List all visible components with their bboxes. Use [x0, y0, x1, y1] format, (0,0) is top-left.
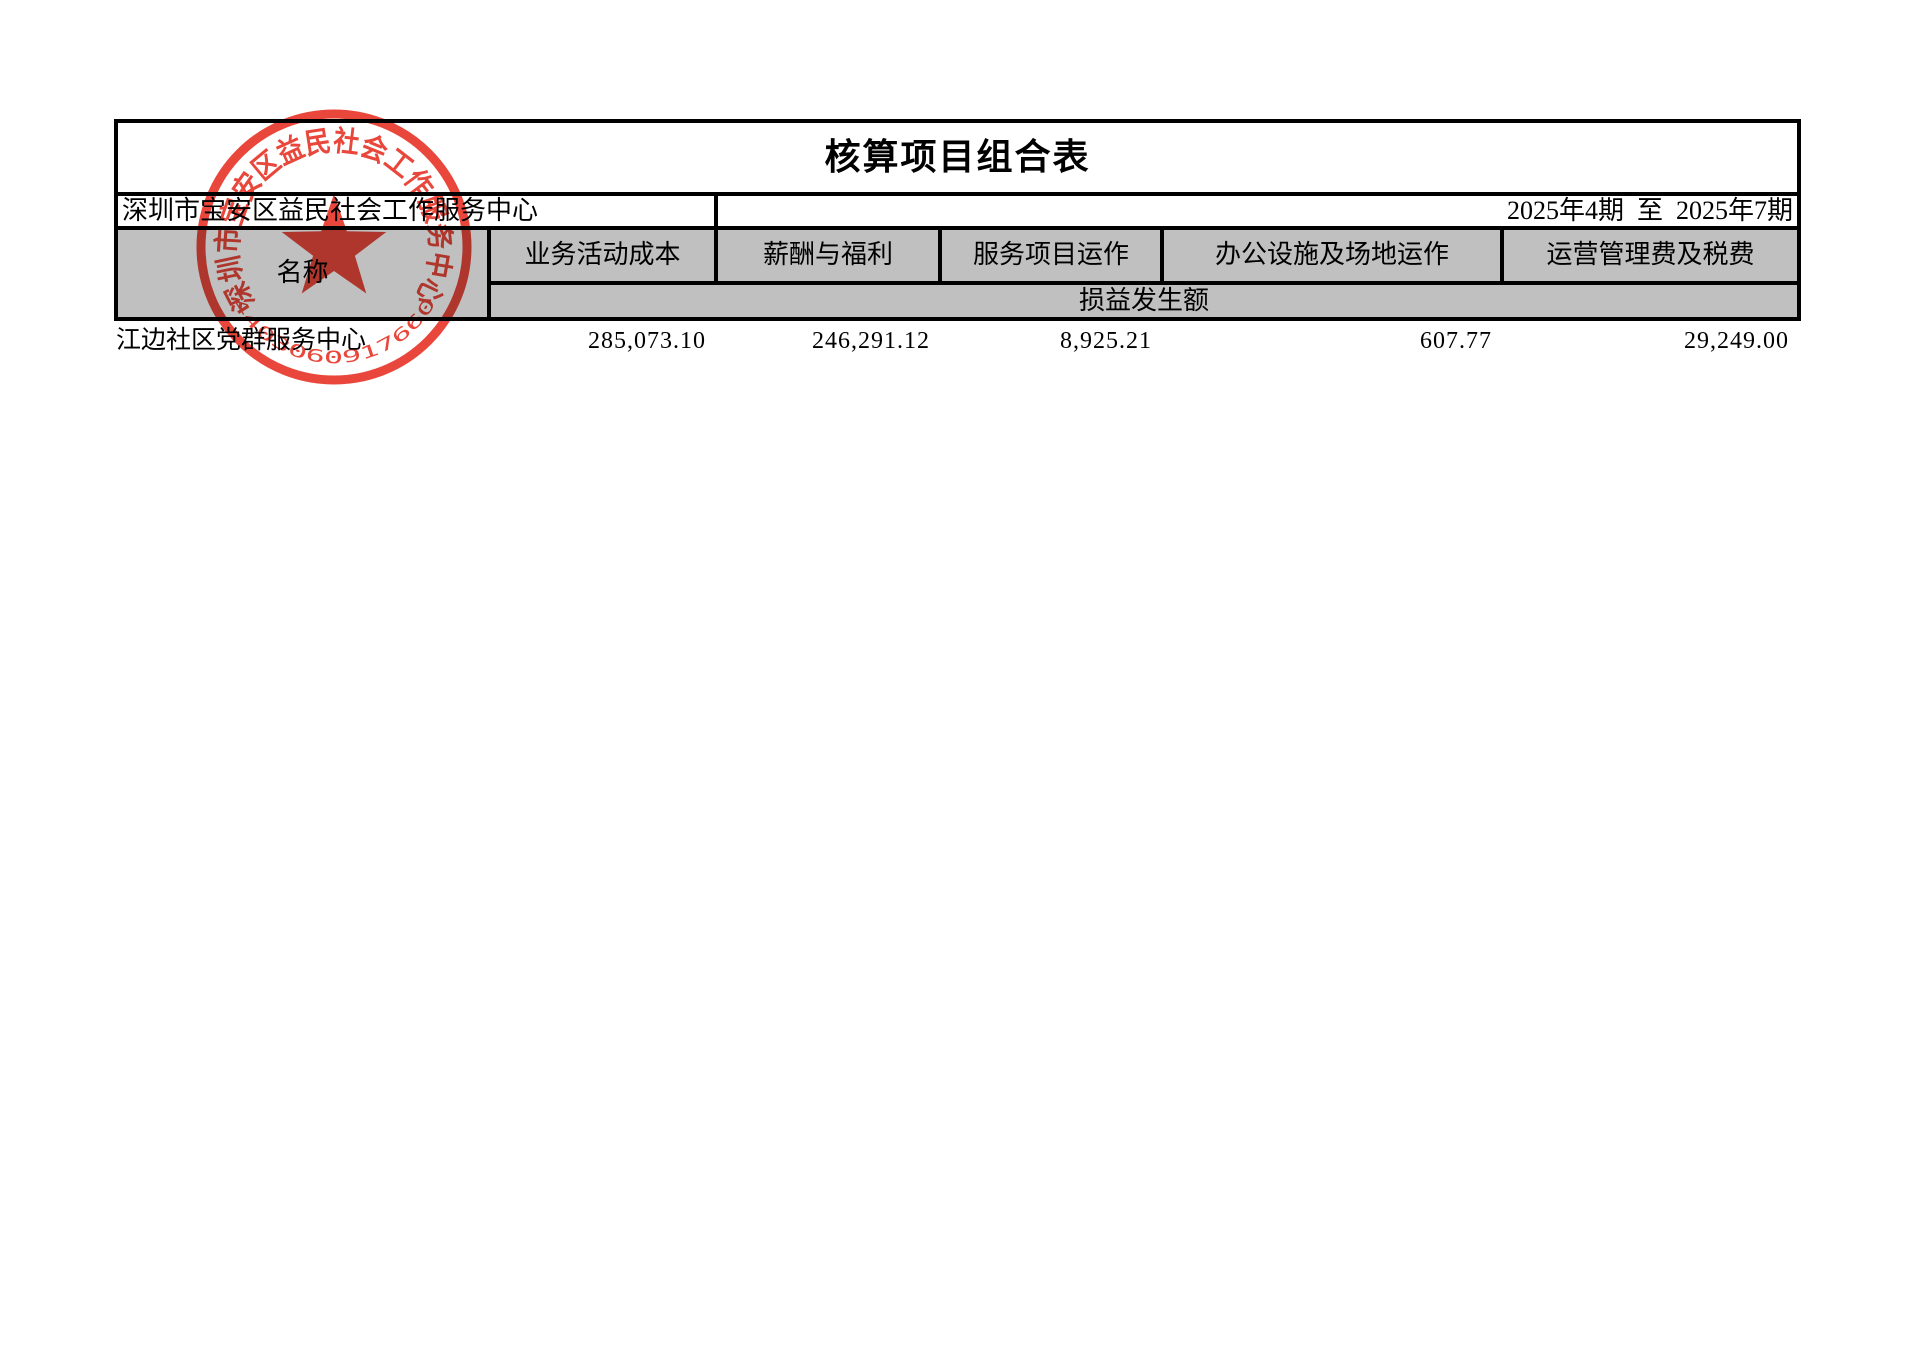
page-title: 核算项目组合表 — [113, 119, 1802, 196]
table-title-row: 核算项目组合表 — [113, 119, 1802, 196]
column-header-salary-benefits: 薪酬与福利 — [714, 226, 942, 285]
report-period: 2025年4期 至 2025年7期 — [713, 192, 1802, 230]
company-name: 深圳市宝安区益民社会工作服务中心 — [114, 192, 718, 230]
meta-row: 深圳市宝安区益民社会工作服务中心 2025年4期 至 2025年7期 — [114, 192, 1802, 230]
subheader-row: 损益发生额 — [116, 281, 1802, 321]
value-salary-benefits: 246,291.12 — [716, 319, 940, 361]
column-header-service-project: 服务项目运作 — [938, 226, 1164, 285]
subheader-profit-loss: 损益发生额 — [486, 281, 1802, 321]
value-management-tax: 29,249.00 — [1502, 319, 1800, 361]
row-name: 江边社区党群服务中心 — [116, 319, 489, 361]
column-header-management-tax: 运营管理费及税费 — [1499, 226, 1802, 285]
header-row: 名称 业务活动成本 薪酬与福利 服务项目运作 办公设施及场地运作 运营管理费及税… — [114, 226, 1802, 321]
report-sheet: 核算项目组合表 深圳市宝安区益民社会工作服务中心 2025年4期 至 2025年… — [113, 119, 1802, 361]
column-header-office-facilities: 办公设施及场地运作 — [1160, 226, 1504, 285]
column-header-name: 名称 — [114, 226, 491, 321]
value-service-project: 8,925.21 — [940, 319, 1162, 361]
value-activity-cost: 285,073.10 — [489, 319, 716, 361]
column-header-activity-cost: 业务活动成本 — [487, 226, 718, 285]
value-office-facilities: 607.77 — [1162, 319, 1502, 361]
table-row: 江边社区党群服务中心 285,073.10 246,291.12 8,925.2… — [116, 319, 1800, 361]
accounting-table: 核算项目组合表 深圳市宝安区益民社会工作服务中心 2025年4期 至 2025年… — [113, 119, 1802, 361]
